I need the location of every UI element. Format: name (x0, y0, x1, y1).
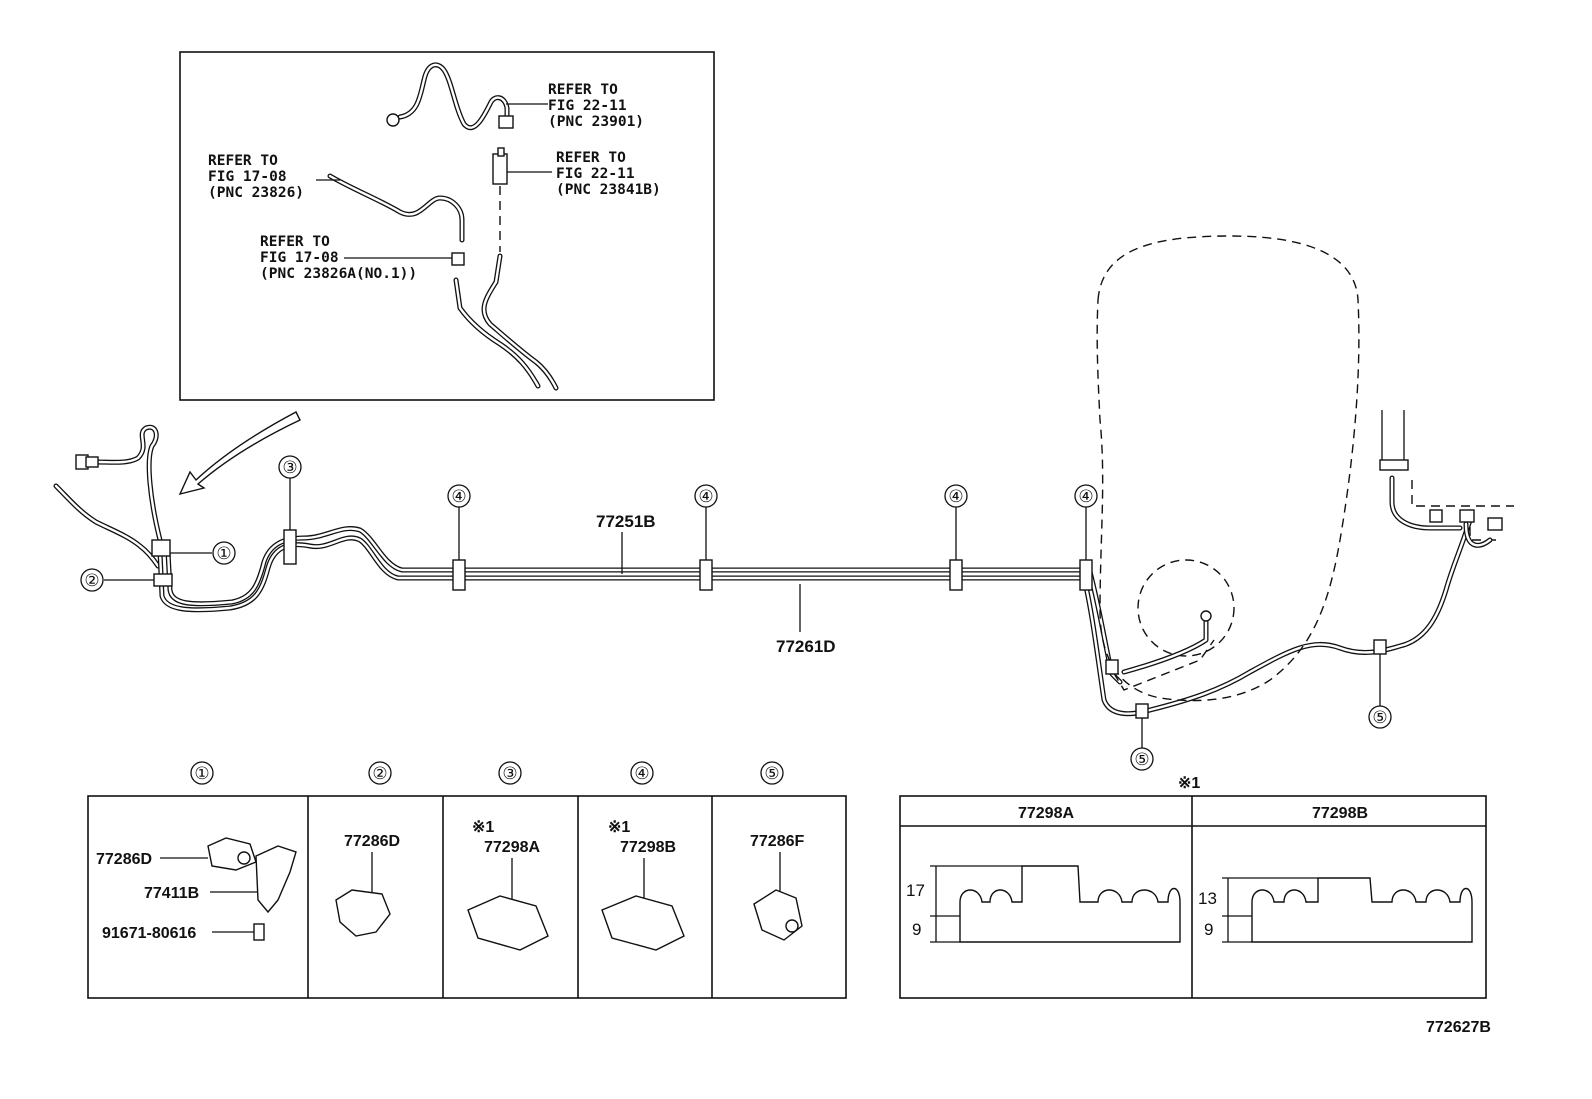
detail-b-dim-top: 13 (1198, 889, 1217, 908)
table-header-1: ① (194, 764, 209, 783)
detail-note: ※1 (1178, 775, 1200, 792)
detail-a-dim-bottom: 9 (912, 920, 921, 939)
cell3-note: ※1 (472, 819, 494, 836)
inset-pipes (453, 253, 559, 391)
table-header-4: ④ (634, 764, 649, 783)
inset-hose-23901 (386, 62, 548, 131)
main-pipes (157, 517, 1473, 717)
callout-2: ② (84, 571, 99, 590)
callout-4c: ④ (948, 487, 963, 506)
clamp-4d (1079, 559, 1093, 591)
cell4-note: ※1 (608, 819, 630, 836)
ref3-line2: FIG 17-08 (208, 169, 287, 185)
ref2-line2: FIG 22-11 (556, 166, 635, 182)
table-header-5: ⑤ (764, 764, 779, 783)
clip-77286D-2-icon (335, 889, 391, 937)
callouts: ① ② ③ ④ ④ ④ ④ ⑤ ⑤ (80, 455, 1392, 771)
clamp-77298A-icon (467, 895, 549, 951)
clamp-77298B-icon (601, 895, 685, 951)
inset-hose-23826 (316, 173, 465, 243)
table-header-3: ③ (502, 764, 517, 783)
pipe-clamps (151, 529, 1387, 719)
callout-5b: ⑤ (1372, 708, 1387, 727)
detail-a-dim-top: 17 (906, 881, 925, 900)
left-hoses (53, 424, 163, 569)
inset-part-23826A (344, 252, 465, 266)
pipe-lower-label: 77261D (776, 637, 836, 656)
ref1-line3: (PNC 23901) (548, 114, 644, 130)
callout-4b: ④ (698, 487, 713, 506)
ref2-line1: REFER TO (556, 150, 626, 166)
ref3-line1: REFER TO (208, 153, 278, 169)
detail-col-a-title: 77298A (1018, 805, 1074, 822)
cell2-part-a: 77286D (344, 833, 400, 850)
ref4-line1: REFER TO (260, 234, 330, 250)
callout-5a: ⑤ (1134, 750, 1149, 769)
bracket-77411B-icon (255, 845, 297, 914)
ref2-line3: (PNC 23841B) (556, 182, 661, 198)
cell5-part-a: 77286F (750, 833, 804, 850)
clamp-1 (151, 539, 171, 557)
right-filler-neck (1379, 410, 1514, 548)
detail-b-dim-bottom: 9 (1204, 920, 1213, 939)
ref3-line3: (PNC 23826) (208, 185, 304, 201)
detail-table: ※1 77298A 77298B 17 9 13 9 (899, 775, 1487, 999)
figure-id: 772627B (1426, 1019, 1491, 1036)
callout-1: ① (216, 544, 231, 563)
clamp-4c (949, 559, 963, 591)
cell4-part-a: 77298B (620, 839, 676, 856)
clamp-5b (1373, 639, 1387, 655)
ref4-line3: (PNC 23826A(NO.1)) (260, 266, 417, 282)
clip-77286F-icon (753, 889, 803, 941)
cell1-part-b: 77411B (144, 885, 199, 902)
callout-4a: ④ (451, 487, 466, 506)
ref4-line2: FIG 17-08 (260, 250, 339, 266)
bolt-icon (253, 923, 265, 941)
clamp-2 (153, 573, 173, 587)
clamp-77298A-section (959, 865, 1181, 943)
callout-3: ③ (282, 458, 297, 477)
clamp-4b (699, 559, 713, 591)
ref1-line2: FIG 22-11 (548, 98, 627, 114)
callout-4d: ④ (1078, 487, 1093, 506)
inset-bracket-23841B (492, 147, 552, 252)
clamp-77298B-section (1251, 877, 1473, 943)
fuel-tank-outline (1096, 235, 1360, 702)
inset-pointer-arrow (178, 411, 301, 496)
detail-col-b-title: 77298B (1312, 805, 1368, 822)
inset-frame (179, 51, 715, 401)
parts-table: ① ② ③ ④ ⑤ 77286D 77411B 91671-80616 7728… (87, 761, 847, 999)
clamp-4a (452, 559, 466, 591)
cell3-part-a: 77298A (484, 839, 540, 856)
cell1-part-c: 91671-80616 (102, 925, 196, 942)
table-header-2: ② (372, 764, 387, 783)
cell1-part-a: 77286D (96, 851, 152, 868)
pipe-upper-label: 77251B (596, 512, 656, 531)
ref1-line1: REFER TO (548, 82, 618, 98)
clamp-3 (283, 529, 297, 565)
clamp-5a (1135, 703, 1149, 719)
